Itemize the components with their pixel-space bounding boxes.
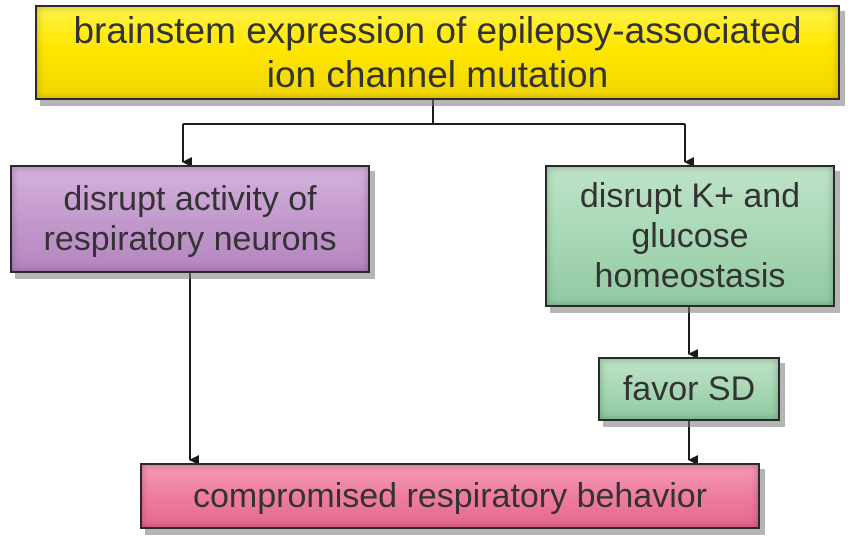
node-compromised-behavior-label: compromised respiratory behavior (193, 476, 707, 515)
node-homeostasis-text: disrupt K+ and glucose homeostasis (580, 176, 800, 296)
node-mutation: brainstem expression of epilepsy-associa… (35, 5, 840, 100)
node-homeostasis-line3: homeostasis (594, 257, 786, 296)
node-respiratory-neurons-line1: disrupt activity of (63, 179, 317, 218)
node-respiratory-neurons: disrupt activity of respiratory neurons (10, 165, 370, 273)
node-compromised-behavior: compromised respiratory behavior (140, 463, 760, 529)
node-favor-sd-label: favor SD (622, 369, 756, 408)
node-homeostasis-line1: disrupt K+ and (579, 176, 801, 215)
node-mutation-line1: brainstem expression of epilepsy-associa… (73, 9, 802, 51)
node-favor-sd: favor SD (598, 357, 780, 421)
node-homeostasis-line2: glucose (631, 216, 749, 255)
node-mutation-line2: ion channel mutation (266, 53, 609, 95)
node-mutation-text: brainstem expression of epilepsy-associa… (73, 9, 801, 96)
node-respiratory-neurons-text: disrupt activity of respiratory neurons (44, 179, 337, 259)
node-homeostasis: disrupt K+ and glucose homeostasis (545, 165, 835, 307)
node-respiratory-neurons-line2: respiratory neurons (43, 220, 337, 258)
